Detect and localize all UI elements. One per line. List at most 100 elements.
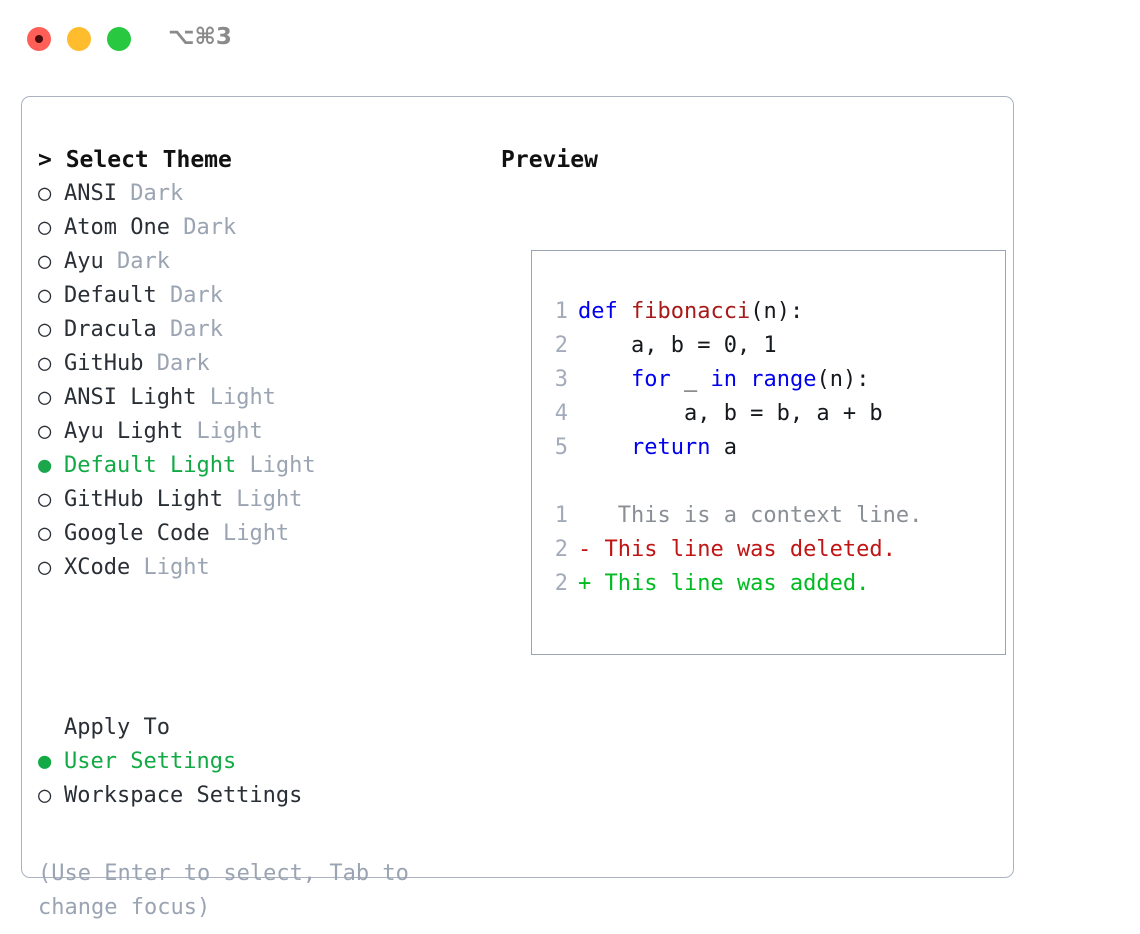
code-token: def [578, 299, 618, 324]
theme-name: XCode [64, 555, 131, 580]
line-number: 1 [554, 503, 568, 528]
theme-kind-badge: Light [249, 453, 316, 478]
main-panel: > Select Theme ○ANSI Dark○Atom One Dark○… [21, 96, 1014, 920]
theme-name: GitHub [64, 351, 144, 376]
maximize-window-button[interactable] [107, 27, 131, 51]
theme-list-item[interactable]: ● Default Light Light [38, 449, 478, 483]
code-line: 3 for _ in range(n): [546, 363, 997, 397]
theme-list-item[interactable]: ○ Ayu Light Light [38, 415, 478, 449]
theme-name: Ayu [64, 249, 104, 274]
code-token: for [630, 367, 671, 392]
close-icon [35, 35, 43, 43]
line-number: 4 [554, 401, 568, 426]
code-line: 4 a, b = b, a + b [546, 397, 997, 431]
radio-unselected-icon: ○ [38, 487, 52, 512]
theme-name: ANSI Light [64, 385, 197, 410]
code-token [578, 435, 631, 460]
theme-kind-badge: Dark [169, 317, 223, 342]
theme-list-item[interactable]: ○ Ayu Dark [38, 245, 478, 279]
code-token: (n): [750, 299, 804, 324]
code-spacer [546, 465, 997, 499]
code-line: 1 def fibonacci(n): [546, 295, 997, 329]
theme-picker: > Select Theme ○ANSI Dark○Atom One Dark○… [38, 143, 478, 585]
theme-name: GitHub Light [64, 487, 223, 512]
radio-selected-icon: ● [38, 749, 52, 774]
code-token: fibonacci [631, 299, 751, 324]
code-token: range [750, 367, 817, 392]
code-token: _ [670, 367, 711, 392]
theme-list-item[interactable]: ○Google Code Light [38, 517, 478, 551]
theme-name: Atom One [64, 215, 170, 240]
code-token: in [710, 367, 737, 392]
apply-to-section: Apply To ● User Settings ○ Workspace Settin… [38, 711, 478, 813]
theme-name: Ayu Light [64, 419, 184, 444]
line-number: 2 [554, 537, 568, 562]
theme-list-item[interactable]: ○ Default Dark [38, 279, 478, 313]
theme-list-item[interactable]: ○Dracula Dark [38, 313, 478, 347]
code-token [737, 367, 750, 392]
line-number: 3 [554, 367, 568, 392]
theme-list-item[interactable]: ○ ANSI Light Light [38, 381, 478, 415]
theme-list: ○ANSI Dark○Atom One Dark○Ayu Dark○Defaul… [38, 177, 478, 585]
radio-unselected-icon: ○ [38, 385, 52, 410]
diff-text: This is a context line. [578, 503, 923, 528]
apply-to-label: Apply To [64, 715, 170, 740]
theme-kind-badge: Light [209, 385, 276, 410]
line-number: 1 [554, 299, 568, 324]
theme-kind-badge: Light [143, 555, 210, 580]
code-token: a, b = 0, 1 [578, 333, 777, 358]
code-line: 5 return a [546, 431, 997, 465]
radio-unselected-icon: ○ [38, 783, 52, 808]
diff-text: + This line was added. [578, 571, 870, 596]
theme-kind-badge: Dark [169, 283, 223, 308]
code-token: a, b = b, a + b [578, 401, 883, 426]
apply-to-options: ● User Settings ○ Workspace Settings [38, 745, 478, 813]
theme-name: Dracula [64, 317, 157, 342]
diff-line: 2+ This line was added. [546, 567, 997, 601]
theme-picker-header: > Select Theme [38, 147, 232, 173]
minimize-window-button[interactable] [67, 27, 91, 51]
title-bar: ⌥⌘3 [0, 0, 1140, 78]
preview-title: Preview [501, 147, 598, 173]
theme-list-item[interactable]: ○Atom One Dark [38, 211, 478, 245]
radio-unselected-icon: ○ [38, 521, 52, 546]
radio-unselected-icon: ○ [38, 283, 52, 308]
diff-line: 2 - This line was deleted. [546, 533, 997, 567]
theme-kind-badge: Dark [117, 249, 170, 274]
apply-to-option[interactable]: ● User Settings [38, 745, 478, 779]
radio-unselected-icon: ○ [38, 351, 52, 376]
theme-list-item[interactable]: ○ GitHub Light Light [38, 483, 478, 517]
radio-unselected-icon: ○ [38, 181, 52, 206]
theme-list-item[interactable]: ○ XCode Light [38, 551, 478, 585]
radio-unselected-icon: ○ [38, 249, 52, 274]
apply-to-option[interactable]: ○ Workspace Settings [38, 779, 478, 813]
apply-to-option-label: Workspace Settings [64, 783, 303, 808]
theme-list-item[interactable]: ○GitHub Dark [38, 347, 478, 381]
radio-selected-icon: ● [38, 453, 52, 478]
apply-to-option-label: User Settings [64, 749, 237, 774]
theme-kind-badge: Light [236, 487, 303, 512]
theme-kind-badge: Light [222, 521, 290, 546]
theme-name: Default Light [64, 453, 237, 478]
code-token [578, 367, 631, 392]
line-number: 5 [554, 435, 568, 460]
code-token [618, 299, 631, 324]
theme-name: Default [64, 283, 157, 308]
code-token: return [630, 435, 711, 460]
theme-name: ANSI [64, 181, 117, 206]
keyboard-hint-text: (Use Enter to select, Tab to change focu… [38, 861, 409, 920]
theme-kind-badge: Dark [130, 181, 184, 206]
diff-text: - This line was deleted. [578, 537, 896, 562]
theme-kind-badge: Dark [183, 215, 237, 240]
diff-line: 1 This is a context line. [546, 499, 997, 533]
theme-list-item[interactable]: ○ ANSI Dark [38, 177, 478, 211]
radio-unselected-icon: ○ [38, 419, 52, 444]
code-line: 2 a, b = 0, 1 [546, 329, 997, 363]
theme-kind-badge: Light [196, 419, 263, 444]
radio-unselected-icon: ○ [38, 555, 52, 580]
code-token: a [710, 435, 737, 460]
